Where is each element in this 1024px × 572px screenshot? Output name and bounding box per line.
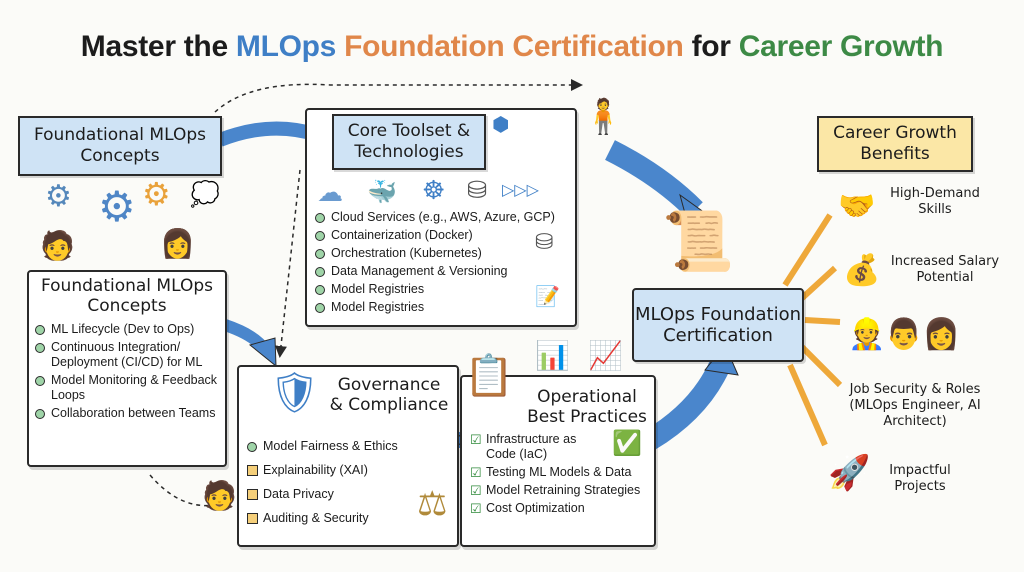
large-gear-icon: ⚙ xyxy=(98,182,136,231)
title-text: Master the xyxy=(80,30,236,63)
operational-box: Operational Best Practices ☑Infrastructu… xyxy=(460,375,656,547)
benefit-salary: Increased Salary Potential xyxy=(890,254,1000,285)
operational-list: ☑Infrastructure as Code (IaC) ☑Testing M… xyxy=(470,432,652,519)
team-icon: 👩 xyxy=(160,227,195,260)
list-item: Data Privacy xyxy=(247,487,398,502)
shield-check-icon: 🛡 xyxy=(269,370,320,416)
benefit-high-demand: High-Demand Skills xyxy=(890,186,980,217)
benefit-arrows xyxy=(782,213,843,447)
list-item: Cloud Services (e.g., AWS, Azure, GCP) xyxy=(315,210,555,225)
cloud-icon: ☁ xyxy=(317,178,343,208)
title-career-growth: Career Growth xyxy=(738,30,944,63)
gear-icon: ⚙ xyxy=(142,175,171,213)
laurel-certificate-icon: 📜 xyxy=(662,207,735,275)
dashed-connector-top xyxy=(214,79,583,113)
list-item: ☑Model Retraining Strategies xyxy=(470,483,641,498)
foundational-banner: Foundational MLOps Concepts xyxy=(18,116,222,176)
presenter-icon: 🧑 xyxy=(202,479,237,512)
database-versioning-icon: ⛁ xyxy=(535,230,554,255)
foundational-list: ML Lifecycle (Dev to Ops) Continuous Int… xyxy=(35,322,219,421)
list-item: Model Monitoring & Feedback Loops xyxy=(35,373,219,403)
scales-icon: ⚖ xyxy=(417,484,448,524)
growth-chart-icon: 📈 xyxy=(588,339,623,372)
money-bag-icon: 💰 xyxy=(843,253,881,288)
list-item: Data Management & Versioning xyxy=(315,264,555,279)
pipeline-icon: ▷▷▷ xyxy=(502,180,539,199)
engineer-icon: 🧍 xyxy=(582,97,625,137)
badge-check-icon: ✅ xyxy=(612,429,642,457)
arrow-operational-to-certification xyxy=(644,360,731,450)
docker-icon: 🐳 xyxy=(367,178,397,206)
gears-icon: ⚙ xyxy=(45,179,72,214)
professionals-icon: 👷👨👩 xyxy=(848,317,961,352)
toolset-list: Cloud Services (e.g., AWS, Azure, GCP) C… xyxy=(315,210,555,318)
list-item: Orchestration (Kubernetes) xyxy=(315,246,555,261)
governance-title: Governance & Compliance xyxy=(329,375,449,415)
list-item: Model Registries xyxy=(315,282,555,297)
title-mlops: MLOps xyxy=(235,30,337,63)
list-item: ☑Testing ML Models & Data xyxy=(470,465,632,480)
list-item: Model Fairness & Ethics xyxy=(247,439,398,454)
person-icon: 🧑 xyxy=(40,229,75,262)
operational-title: Operational Best Practices xyxy=(527,387,647,427)
title-for: for xyxy=(683,30,739,63)
handshake-icon: 🤝 xyxy=(838,189,876,224)
list-item: Collaboration between Teams xyxy=(35,406,219,421)
dashed-connector-down xyxy=(275,169,301,358)
certification-banner: MLOps Foundation Certification xyxy=(632,288,804,362)
toolset-banner: Core Toolset & Technologies xyxy=(332,114,486,170)
thought-bubble-icon: 💭 xyxy=(190,180,220,208)
career-growth-banner: Career Growth Benefits xyxy=(817,116,973,172)
document-pen-icon: 📝 xyxy=(535,284,560,308)
list-item: Explainability (XAI) xyxy=(247,463,398,478)
list-item: Containerization (Docker) xyxy=(315,228,555,243)
list-item: Continuous Integration/ Deployment (CI/C… xyxy=(35,340,219,370)
rocket-icon: 🚀 xyxy=(828,453,871,493)
list-item: Auditing & Security xyxy=(247,511,398,526)
kubernetes-icon: ☸ xyxy=(422,176,446,206)
list-item: ☑Infrastructure as Code (IaC) xyxy=(470,432,577,461)
arrow-foundational-to-toolset xyxy=(217,121,321,147)
clipboard-checklist-icon: 📋 xyxy=(464,353,514,399)
list-item: Model Registries xyxy=(315,300,555,315)
foundational-concepts-box: Foundational MLOps Concepts ML Lifecycle… xyxy=(27,270,227,467)
hexagon-icon: ⬢ xyxy=(492,112,510,136)
title-certification: Foundation Certification xyxy=(344,30,684,63)
bar-chart-icon: 📊 xyxy=(535,339,570,372)
page-title: Master the MLOps Foundation Certificatio… xyxy=(0,30,1024,64)
governance-list: Model Fairness & Ethics Explainability (… xyxy=(247,439,398,529)
database-icon: ⛁ xyxy=(467,176,488,204)
governance-box: 🛡 Governance & Compliance Model Fairness… xyxy=(237,365,459,547)
benefit-impactful-projects: Impactful Projects xyxy=(889,463,951,494)
benefit-job-security: Job Security & Roles (MLOps Engineer, AI… xyxy=(849,382,981,429)
dashed-connector-bottom xyxy=(149,474,216,507)
foundational-box-title: Foundational MLOps Concepts xyxy=(40,276,213,316)
list-item: ML Lifecycle (Dev to Ops) xyxy=(35,322,219,337)
list-item: ☑Cost Optimization xyxy=(470,501,585,516)
